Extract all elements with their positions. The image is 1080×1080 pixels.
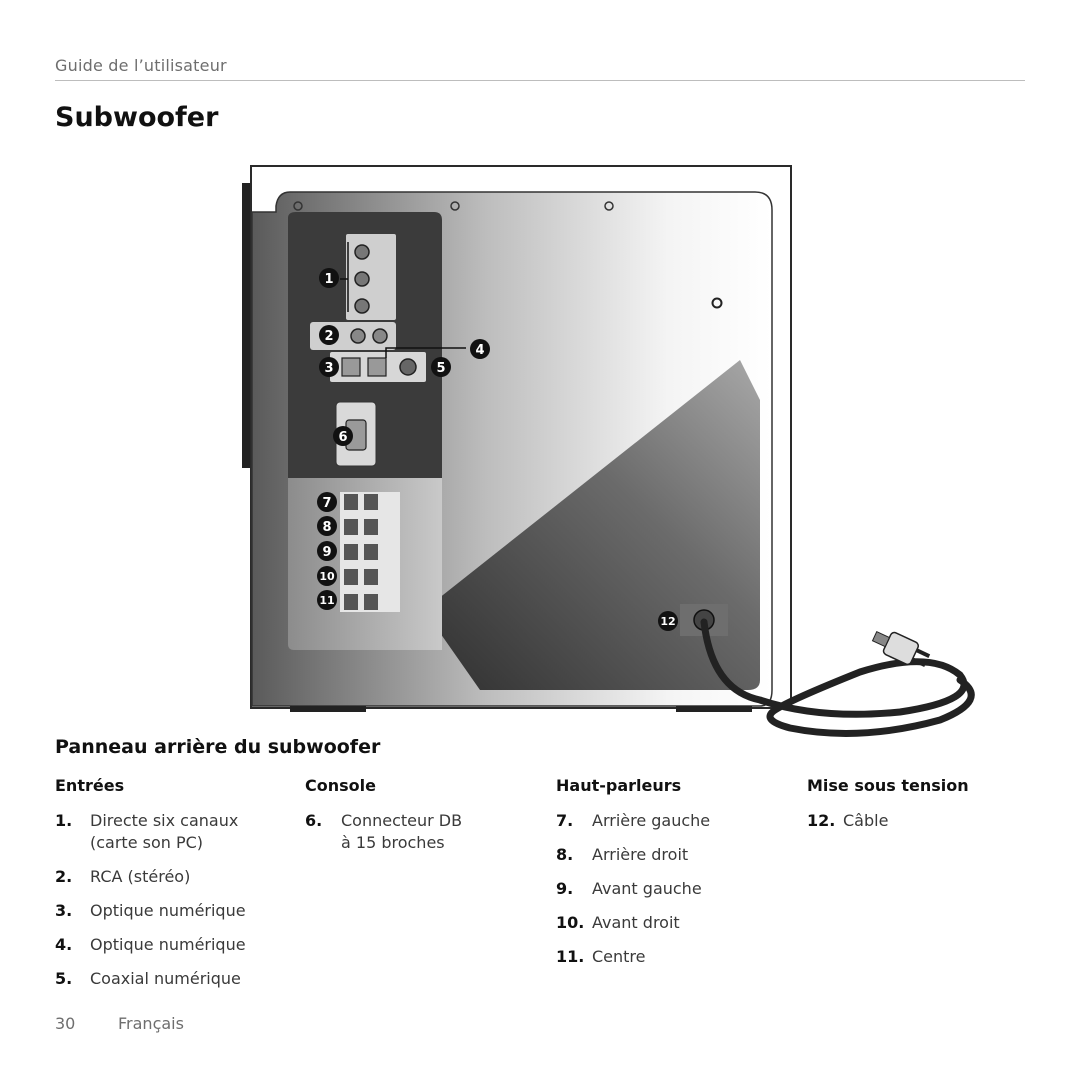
guide-label: Guide de l’utilisateur: [55, 56, 227, 75]
list-item: 2. RCA (stéréo): [55, 866, 285, 888]
callout-7: 7: [317, 492, 337, 512]
diagonal-shade: [424, 360, 760, 690]
svg-text:3: 3: [324, 361, 333, 376]
item-number: 1.: [55, 811, 73, 830]
list-item: 7. Arrière gauche: [556, 810, 786, 832]
header-rule: [55, 80, 1025, 81]
screw: [293, 201, 303, 211]
item-number: 9.: [556, 879, 574, 898]
item-text: Avant gauche: [592, 879, 702, 898]
item-number: 6.: [305, 811, 323, 830]
item-number: 2.: [55, 867, 73, 886]
item-number: 11.: [556, 947, 585, 966]
cabinet-foot: [290, 706, 366, 712]
callout-10: 10: [317, 566, 337, 586]
item-number: 10.: [556, 913, 585, 932]
list-item: 12. Câble: [807, 810, 1027, 832]
list-item: 9. Avant gauche: [556, 878, 786, 900]
item-text: RCA (stéréo): [90, 867, 191, 886]
list-item: 8. Arrière droit: [556, 844, 786, 866]
item-text: Arrière droit: [592, 845, 689, 864]
power-column: Mise sous tension 12. Câble: [807, 776, 1027, 832]
list-item: 3. Optique numérique: [55, 900, 285, 922]
column-heading: Entrées: [55, 776, 125, 795]
svg-text:2: 2: [324, 329, 333, 344]
column-heading: Mise sous tension: [807, 776, 969, 795]
callout-3: 3: [319, 357, 339, 377]
page-number: 30: [55, 1014, 76, 1033]
screw: [711, 297, 723, 309]
callout-12: 12: [658, 611, 678, 631]
item-text: Optique numérique: [90, 935, 246, 954]
svg-text:8: 8: [322, 520, 331, 535]
item-number: 12.: [807, 811, 836, 830]
callout-1: 1: [319, 268, 339, 288]
inputs-column: Entrées 1. Directe six canaux (carte son …: [55, 776, 285, 990]
list-item: 11. Centre: [556, 946, 786, 968]
item-text: Centre: [592, 947, 646, 966]
list-item: 1. Directe six canaux (carte son PC): [55, 810, 285, 854]
svg-text:6: 6: [338, 430, 347, 445]
page-title: Subwoofer: [55, 102, 219, 133]
speakers-column: Haut-parleurs 7. Arrière gauche 8. Arrière…: [556, 776, 786, 968]
svg-text:7: 7: [322, 496, 331, 511]
item-number: 8.: [556, 845, 574, 864]
svg-text:12: 12: [660, 615, 675, 628]
callout-6: 6: [333, 426, 353, 446]
list-item: 10. Avant droit: [556, 912, 786, 934]
item-text: Avant droit: [592, 913, 680, 932]
list-item: 5. Coaxial numérique: [55, 968, 285, 990]
item-text: Optique numérique: [90, 901, 246, 920]
svg-text:10: 10: [319, 570, 335, 583]
list-item: 4. Optique numérique: [55, 934, 285, 956]
cabinet-foot: [676, 706, 752, 712]
callout-8: 8: [317, 516, 337, 536]
screw: [604, 201, 614, 211]
item-number: 5.: [55, 969, 73, 988]
item-text: Directe six canaux (carte son PC): [90, 811, 239, 852]
cabinet-side: [242, 183, 252, 468]
callout-2: 2: [319, 325, 339, 345]
item-number: 7.: [556, 811, 574, 830]
item-text: Arrière gauche: [592, 811, 711, 830]
svg-text:9: 9: [322, 545, 331, 560]
svg-text:4: 4: [475, 343, 484, 358]
column-heading: Haut-parleurs: [556, 776, 682, 795]
list-item: 6. Connecteur DB à 15 broches: [305, 810, 525, 854]
six-channel-block: [346, 234, 396, 320]
svg-text:5: 5: [436, 361, 445, 376]
svg-text:1: 1: [324, 272, 333, 287]
column-heading: Console: [305, 776, 376, 795]
item-number: 4.: [55, 935, 73, 954]
callout-4: 4: [470, 339, 490, 359]
power-plug: [871, 630, 931, 668]
item-text: Coaxial numérique: [90, 969, 241, 988]
item-text: Câble: [843, 811, 889, 830]
power-cable: [700, 618, 975, 737]
item-number: 3.: [55, 901, 73, 920]
page-language: Français: [118, 1014, 184, 1033]
section-title: Panneau arrière du subwoofer: [55, 736, 381, 758]
callout-5: 5: [431, 357, 451, 377]
callout-9: 9: [317, 541, 337, 561]
svg-text:11: 11: [319, 594, 334, 607]
screw: [450, 201, 460, 211]
callout-badges: 1 2 3 4 5 6 7 8 9 10 11 12: [317, 268, 678, 631]
speaker-terminals: [340, 492, 400, 612]
callout-11: 11: [317, 590, 337, 610]
console-column: Console 6. Connecteur DB à 15 broches: [305, 776, 525, 854]
item-text: Connecteur DB à 15 broches: [341, 811, 463, 852]
